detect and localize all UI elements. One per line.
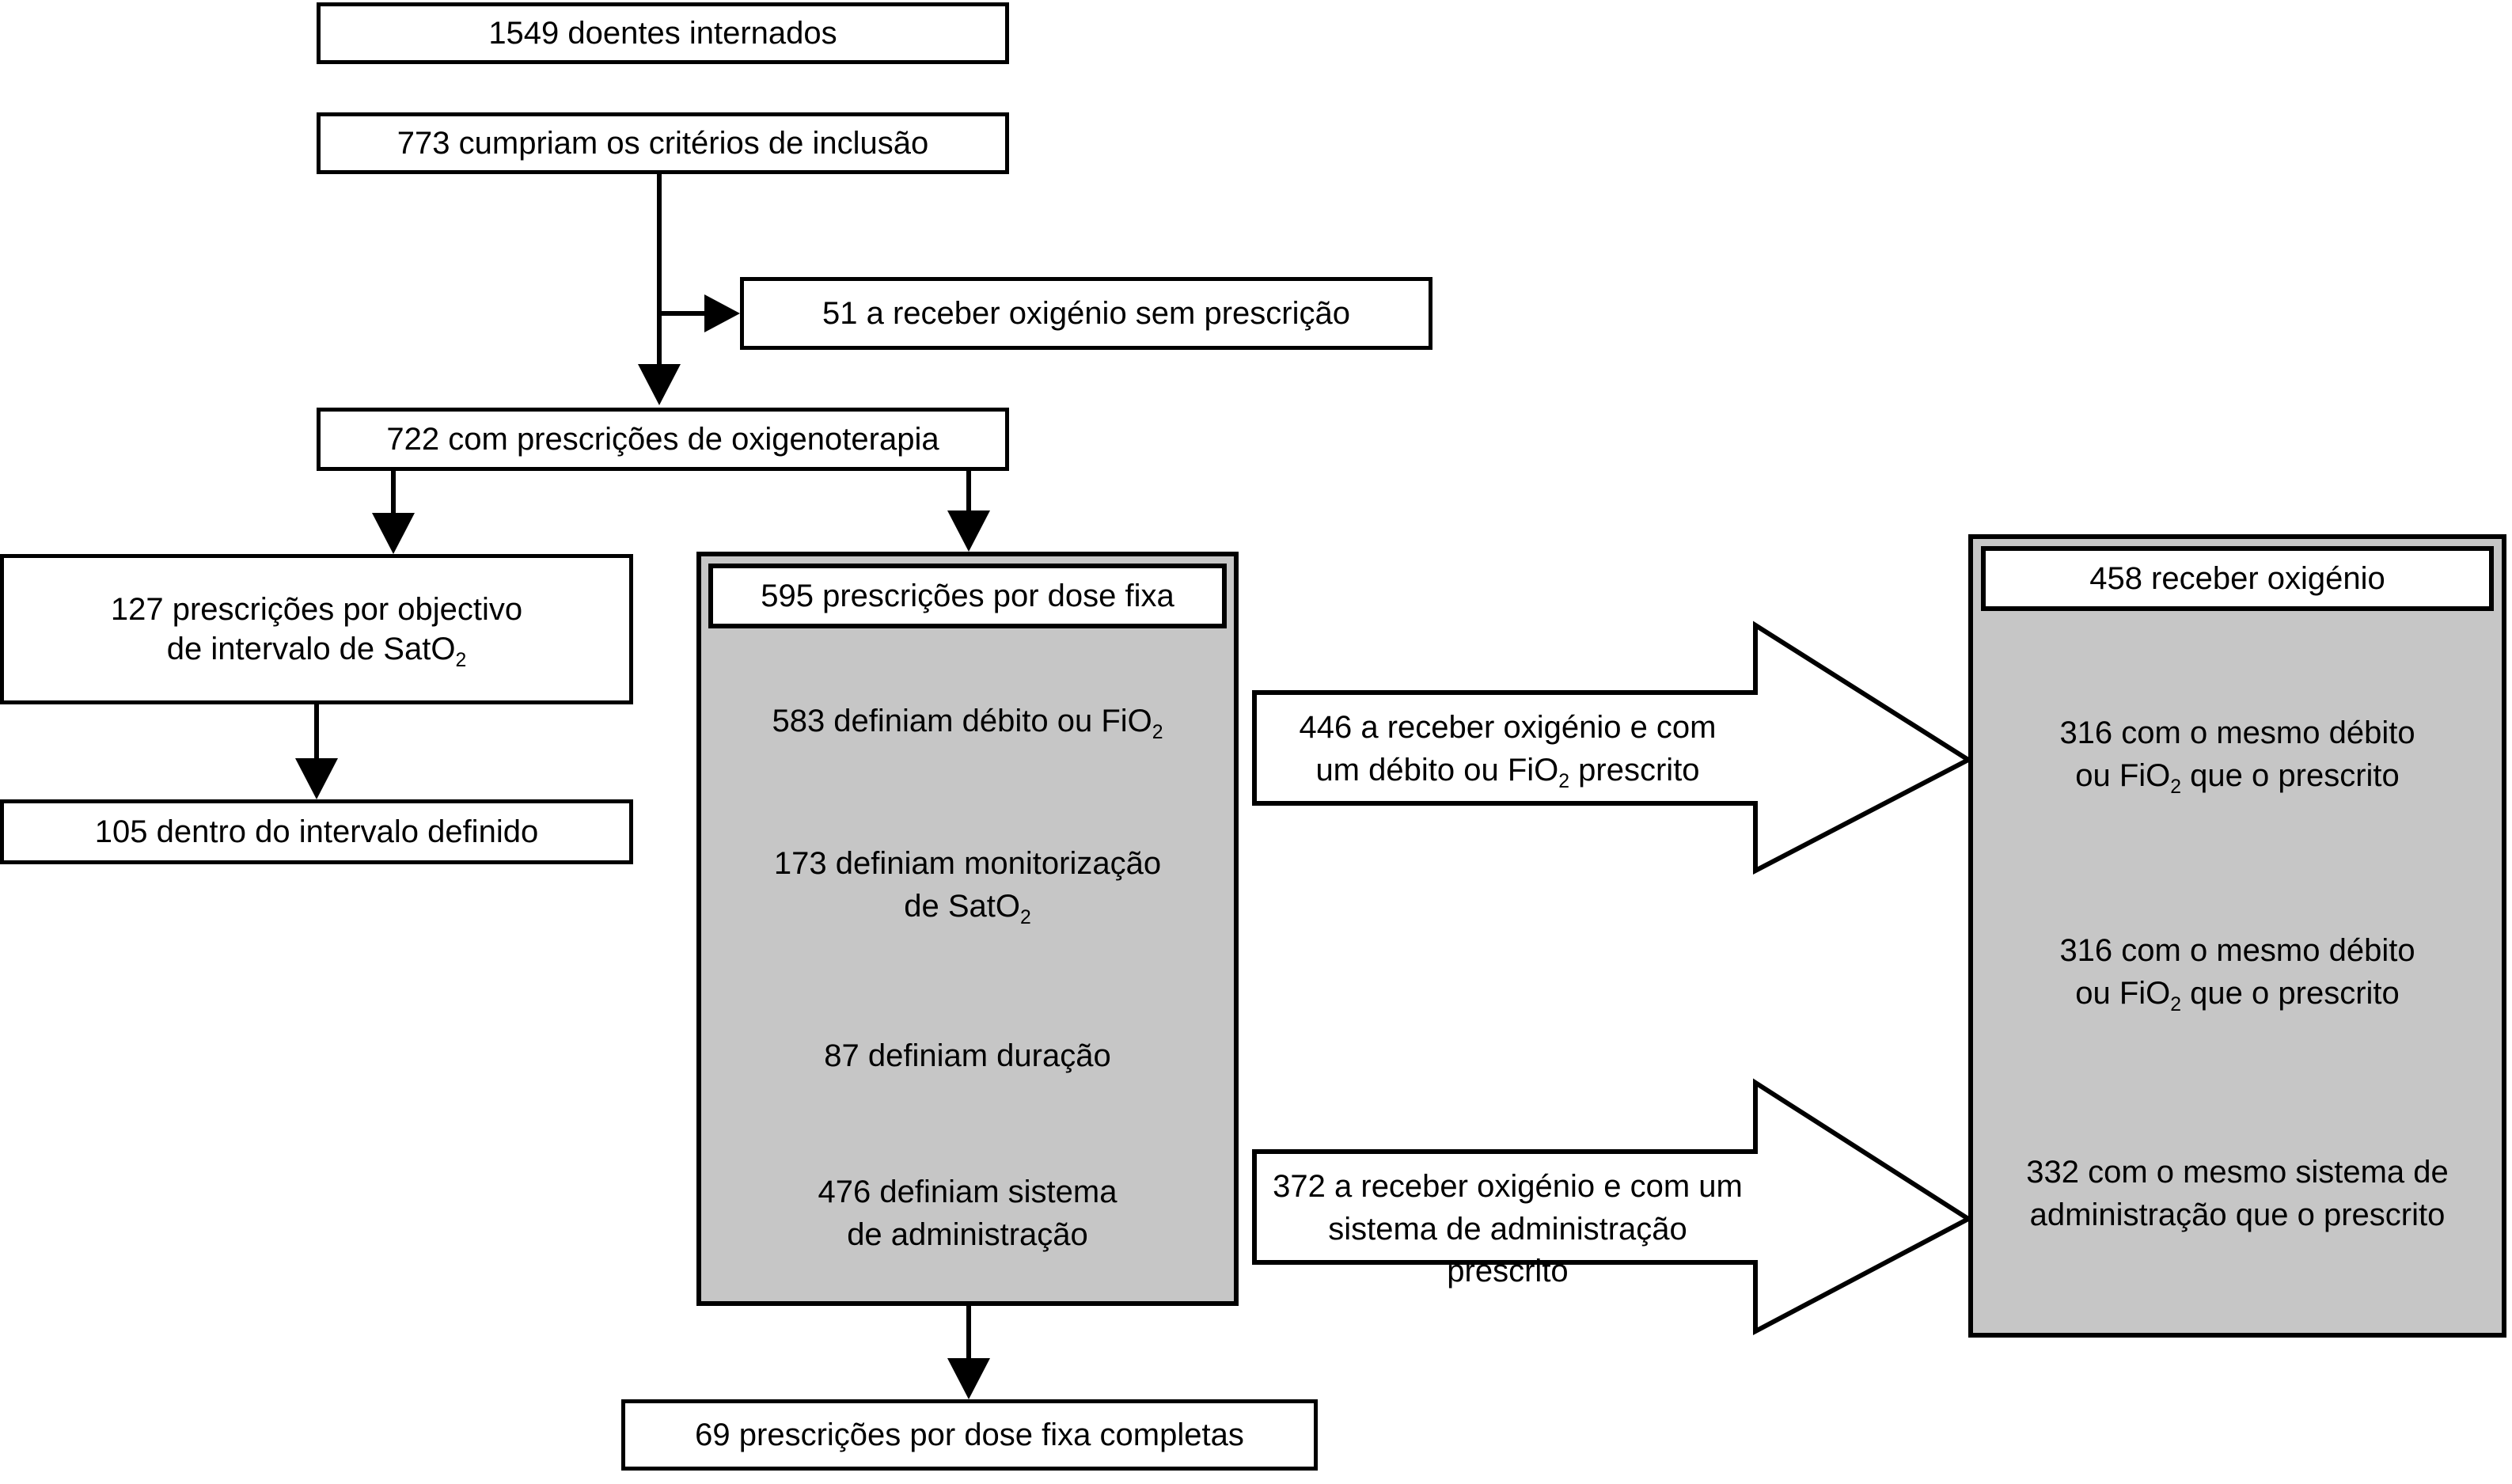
right-item-0-line1: 316 com o mesmo débito bbox=[2059, 715, 2415, 750]
arrow-0-line2: um débito ou FiO bbox=[1315, 752, 1559, 788]
node-inclusion[interactable]: 773 cumpriam os critérios de inclusão bbox=[317, 112, 1009, 174]
center-item-1-line1: 173 definiam monitorização bbox=[773, 846, 1162, 881]
right-panel-header[interactable]: 458 receber oxigénio bbox=[1981, 546, 2494, 611]
node-fixed-dose-complete-label: 69 prescrições por dose fixa completas bbox=[695, 1418, 1244, 1452]
right-panel-item-2: 332 com o mesmo sistema de administração… bbox=[1968, 1152, 2506, 1236]
right-item-2-line2: administração que o prescrito bbox=[2029, 1197, 2446, 1232]
node-target-range[interactable]: 127 prescrições por objectivo de interva… bbox=[0, 554, 633, 704]
center-panel-header-label: 595 prescrições por dose fixa bbox=[761, 578, 1174, 613]
arrowhead-within-range bbox=[295, 758, 338, 799]
node-with-prescription-label: 722 com prescrições de oxigenoterapia bbox=[386, 422, 939, 457]
right-item-1-line2post: que o prescrito bbox=[2181, 975, 2400, 1011]
right-item-1-line1: 316 com o mesmo débito bbox=[2059, 933, 2415, 968]
node-target-range-label: 127 prescrições por objectivo de interva… bbox=[110, 590, 523, 671]
center-panel-item-0: 583 definiam débito ou FiO2 bbox=[696, 700, 1239, 743]
right-panel[interactable] bbox=[1968, 534, 2506, 1338]
center-item-3-line1: 476 definiam sistema bbox=[818, 1175, 1117, 1209]
center-item-1-line2: de SatO bbox=[904, 888, 1020, 924]
right-panel-item-1: 316 com o mesmo débito ou FiO2 que o pre… bbox=[1968, 930, 2506, 1015]
node-inclusion-label: 773 cumpriam os critérios de inclusão bbox=[397, 126, 929, 161]
center-item-3-line2: de administração bbox=[847, 1216, 1088, 1252]
arrow-0-line2post: prescrito bbox=[1569, 752, 1700, 788]
center-panel-item-3: 476 definiam sistema de administração bbox=[696, 1171, 1239, 1256]
right-panel-header-label: 458 receber oxigénio bbox=[2089, 560, 2385, 596]
center-item-0-sub: 2 bbox=[1152, 722, 1163, 743]
center-panel-item-2: 87 definiam duração bbox=[696, 1035, 1239, 1078]
arrow-0-sub: 2 bbox=[1558, 770, 1570, 792]
node-with-prescription[interactable]: 722 com prescrições de oxigenoterapia bbox=[317, 408, 1009, 471]
center-item-2-line1: 87 definiam duração bbox=[824, 1038, 1111, 1073]
node-no-prescription-label: 51 a receber oxigénio sem prescrição bbox=[822, 296, 1350, 331]
center-item-0-line1: 583 definiam débito ou FiO bbox=[772, 704, 1152, 738]
target-range-line2: de intervalo de SatO bbox=[166, 632, 456, 666]
right-item-0-line2post: que o prescrito bbox=[2181, 757, 2400, 793]
arrow-1-line2: sistema de administração prescrito bbox=[1328, 1211, 1687, 1289]
center-panel-header[interactable]: 595 prescrições por dose fixa bbox=[708, 564, 1227, 628]
arrowhead-center-panel bbox=[947, 510, 990, 552]
block-arrow-upper-label: 446 a receber oxigénio e com um débito o… bbox=[1266, 707, 1749, 791]
node-admitted[interactable]: 1549 doentes internados bbox=[317, 2, 1009, 64]
arrowhead-complete bbox=[947, 1358, 990, 1399]
center-panel[interactable] bbox=[696, 552, 1239, 1306]
right-item-1-sub: 2 bbox=[2170, 993, 2182, 1015]
center-item-1-sub: 2 bbox=[1019, 906, 1031, 928]
arrowhead-no-rx bbox=[704, 294, 740, 332]
right-item-2-line1: 332 com o mesmo sistema de bbox=[2026, 1155, 2449, 1190]
node-admitted-label: 1549 doentes internados bbox=[488, 16, 837, 51]
target-range-sub: 2 bbox=[455, 650, 467, 671]
right-item-1-line2: ou FiO bbox=[2075, 975, 2171, 1011]
node-fixed-dose-complete[interactable]: 69 prescrições por dose fixa completas bbox=[621, 1399, 1318, 1471]
node-no-prescription[interactable]: 51 a receber oxigénio sem prescrição bbox=[740, 277, 1432, 350]
node-within-range-label: 105 dentro do intervalo definido bbox=[94, 814, 539, 849]
node-within-range[interactable]: 105 dentro do intervalo definido bbox=[0, 799, 633, 864]
block-arrow-lower-label: 372 a receber oxigénio e com um sistema … bbox=[1266, 1166, 1749, 1293]
right-item-0-sub: 2 bbox=[2170, 776, 2182, 798]
arrowhead-target-range bbox=[372, 513, 415, 554]
right-item-0-line2: ou FiO bbox=[2075, 757, 2171, 793]
arrow-1-line1: 372 a receber oxigénio e com um bbox=[1273, 1169, 1743, 1204]
target-range-line1: 127 prescrições por objectivo bbox=[110, 592, 523, 627]
right-panel-item-0: 316 com o mesmo débito ou FiO2 que o pre… bbox=[1968, 712, 2506, 797]
center-panel-item-1: 173 definiam monitorização de SatO2 bbox=[696, 843, 1239, 928]
arrowhead-with-rx bbox=[638, 364, 681, 405]
arrow-0-line1: 446 a receber oxigénio e com bbox=[1299, 710, 1717, 745]
